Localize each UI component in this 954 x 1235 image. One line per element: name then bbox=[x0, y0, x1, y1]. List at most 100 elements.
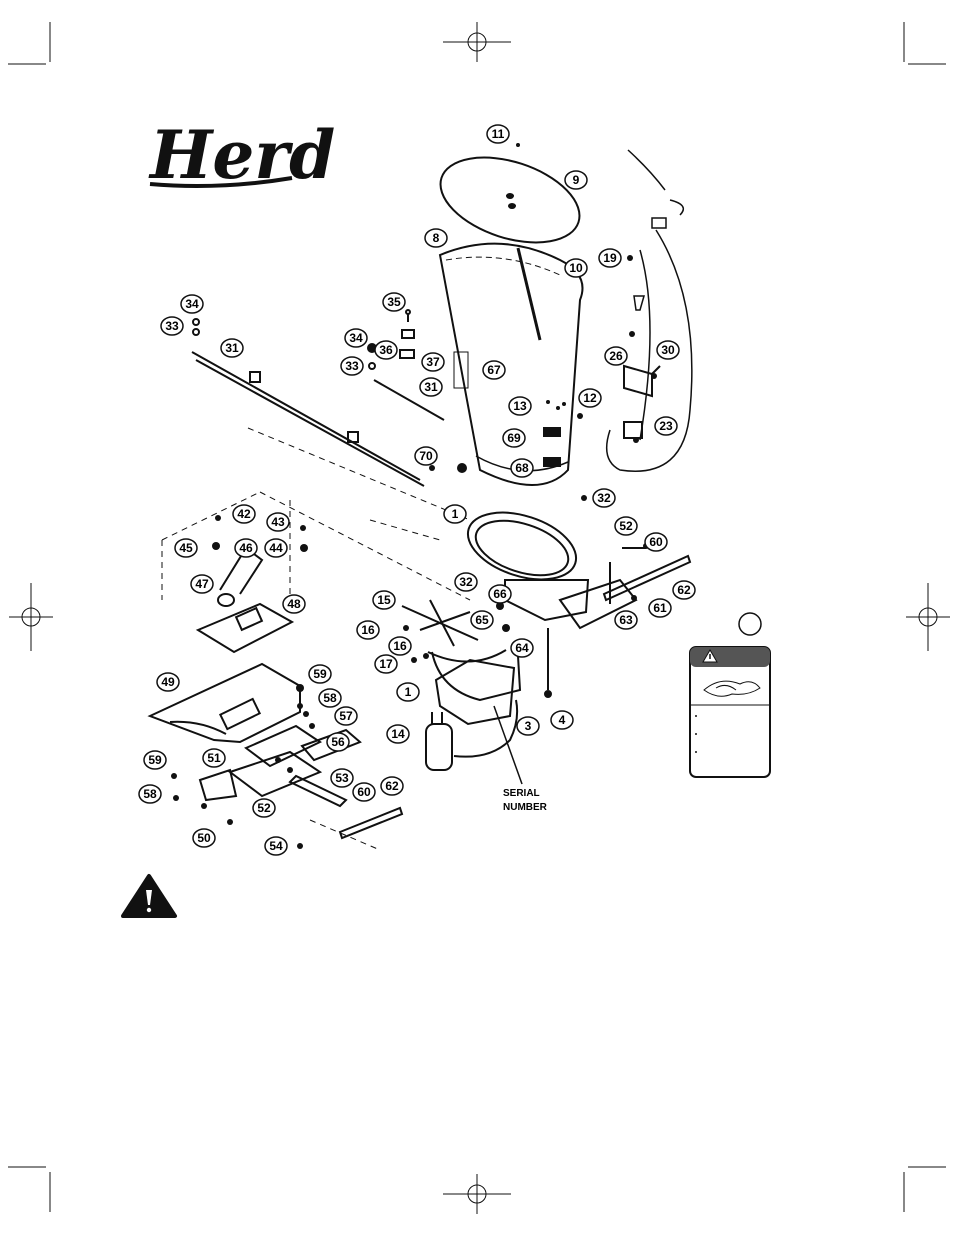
callout-label: 49 bbox=[161, 675, 175, 689]
callout-13: 13 bbox=[509, 397, 531, 415]
callout-4: 4 bbox=[551, 711, 573, 729]
callout-19: 19 bbox=[599, 249, 621, 267]
hopper-body bbox=[440, 244, 583, 485]
crosshair-icon bbox=[906, 583, 950, 651]
callout-66: 66 bbox=[489, 585, 511, 603]
callout-label: 9 bbox=[573, 173, 580, 187]
callout-68: 68 bbox=[511, 459, 533, 477]
callout-label: 12 bbox=[583, 391, 597, 405]
callout-label: 4 bbox=[559, 713, 566, 727]
callout-33: 33 bbox=[161, 317, 183, 335]
callout-label: 58 bbox=[323, 691, 337, 705]
crosshair-icon bbox=[443, 1174, 511, 1214]
hopper-lid bbox=[430, 142, 590, 259]
callout-34: 34 bbox=[345, 329, 367, 347]
callout-label: 62 bbox=[385, 779, 399, 793]
callout-65: 65 bbox=[471, 611, 493, 629]
callout-label: 53 bbox=[335, 771, 349, 785]
callout-69: 69 bbox=[503, 429, 525, 447]
callout-label: 70 bbox=[419, 449, 433, 463]
callout-1: 1 bbox=[444, 505, 466, 523]
callout-label: 68 bbox=[515, 461, 529, 475]
callout-label: 52 bbox=[619, 519, 633, 533]
callout-label: 61 bbox=[653, 601, 667, 615]
callout-47: 47 bbox=[191, 575, 213, 593]
callout-58: 58 bbox=[139, 785, 161, 803]
callout-37: 37 bbox=[422, 353, 444, 371]
callout-51: 51 bbox=[203, 749, 225, 767]
callout-label: 34 bbox=[185, 297, 199, 311]
callout-61: 61 bbox=[649, 599, 671, 617]
callout-label: 62 bbox=[677, 583, 691, 597]
callout-64: 64 bbox=[511, 639, 533, 657]
callout-8: 8 bbox=[425, 229, 447, 247]
crosshair-icon bbox=[443, 22, 511, 62]
callout-label: 52 bbox=[257, 801, 271, 815]
callout-label: 60 bbox=[649, 535, 663, 549]
callout-49: 49 bbox=[157, 673, 179, 691]
callout-67: 67 bbox=[483, 361, 505, 379]
hardware-fasteners bbox=[171, 143, 657, 849]
shaft bbox=[545, 628, 551, 697]
callout-56: 56 bbox=[327, 733, 349, 751]
callout-62: 62 bbox=[381, 777, 403, 795]
brand-logo: Herd bbox=[148, 116, 335, 194]
callout-30: 30 bbox=[657, 341, 679, 359]
callout-label: 69 bbox=[507, 431, 521, 445]
callout-26: 26 bbox=[605, 347, 627, 365]
callout-group: 1198101935343633373134333167263013122369… bbox=[139, 125, 695, 855]
callout-12: 12 bbox=[579, 389, 601, 407]
callout-label: 46 bbox=[239, 541, 253, 555]
solenoid-23 bbox=[624, 422, 642, 438]
callout-label: 51 bbox=[207, 751, 221, 765]
callout-label: 23 bbox=[659, 419, 673, 433]
callout-33: 33 bbox=[341, 357, 363, 375]
callout-label: 35 bbox=[387, 295, 401, 309]
callout-label: 16 bbox=[393, 639, 407, 653]
serial-label-line2: NUMBER bbox=[503, 802, 548, 813]
callout-14: 14 bbox=[387, 725, 409, 743]
callout-label: 32 bbox=[459, 575, 473, 589]
callout-43: 43 bbox=[267, 513, 289, 531]
spinner-15 bbox=[402, 600, 520, 700]
callout-label: 1 bbox=[405, 685, 412, 699]
callout-label: 26 bbox=[609, 349, 623, 363]
callout-54: 54 bbox=[265, 837, 287, 855]
callout-label: 33 bbox=[165, 319, 179, 333]
callout-50: 50 bbox=[193, 829, 215, 847]
callout-label: 19 bbox=[603, 251, 617, 265]
callout-label: 44 bbox=[269, 541, 283, 555]
callout-label: 60 bbox=[357, 785, 371, 799]
callout-label: 47 bbox=[195, 577, 209, 591]
callout-16: 16 bbox=[357, 621, 379, 639]
callout-label: 8 bbox=[433, 231, 440, 245]
callout-label: 37 bbox=[426, 355, 440, 369]
callout-11: 11 bbox=[487, 125, 509, 143]
callout-label: 17 bbox=[379, 657, 393, 671]
callout-label: 56 bbox=[331, 735, 345, 749]
callout-label: 13 bbox=[513, 399, 527, 413]
callout-label: 32 bbox=[597, 491, 611, 505]
motor-14 bbox=[426, 700, 517, 770]
callout-label: 43 bbox=[271, 515, 285, 529]
callout-label: 36 bbox=[379, 343, 393, 357]
callout-label: 42 bbox=[237, 507, 251, 521]
callout-label: 58 bbox=[143, 787, 157, 801]
callout-label: 67 bbox=[487, 363, 501, 377]
warning-triangle-icon bbox=[123, 876, 175, 916]
callout-70: 70 bbox=[415, 447, 437, 465]
callout-label: 45 bbox=[179, 541, 193, 555]
callout-62: 62 bbox=[673, 581, 695, 599]
callout-59: 59 bbox=[144, 751, 166, 769]
callout-60: 60 bbox=[353, 783, 375, 801]
callout-label: 10 bbox=[569, 261, 583, 275]
callout-label: 30 bbox=[661, 343, 675, 357]
callout-52: 52 bbox=[615, 517, 637, 535]
callout-46: 46 bbox=[235, 539, 257, 557]
callout-53: 53 bbox=[331, 769, 353, 787]
callout-label: 59 bbox=[313, 667, 327, 681]
callout-label: 57 bbox=[339, 709, 353, 723]
callout-32: 32 bbox=[455, 573, 477, 591]
callout-label: 11 bbox=[492, 127, 505, 141]
callout-35: 35 bbox=[383, 293, 405, 311]
